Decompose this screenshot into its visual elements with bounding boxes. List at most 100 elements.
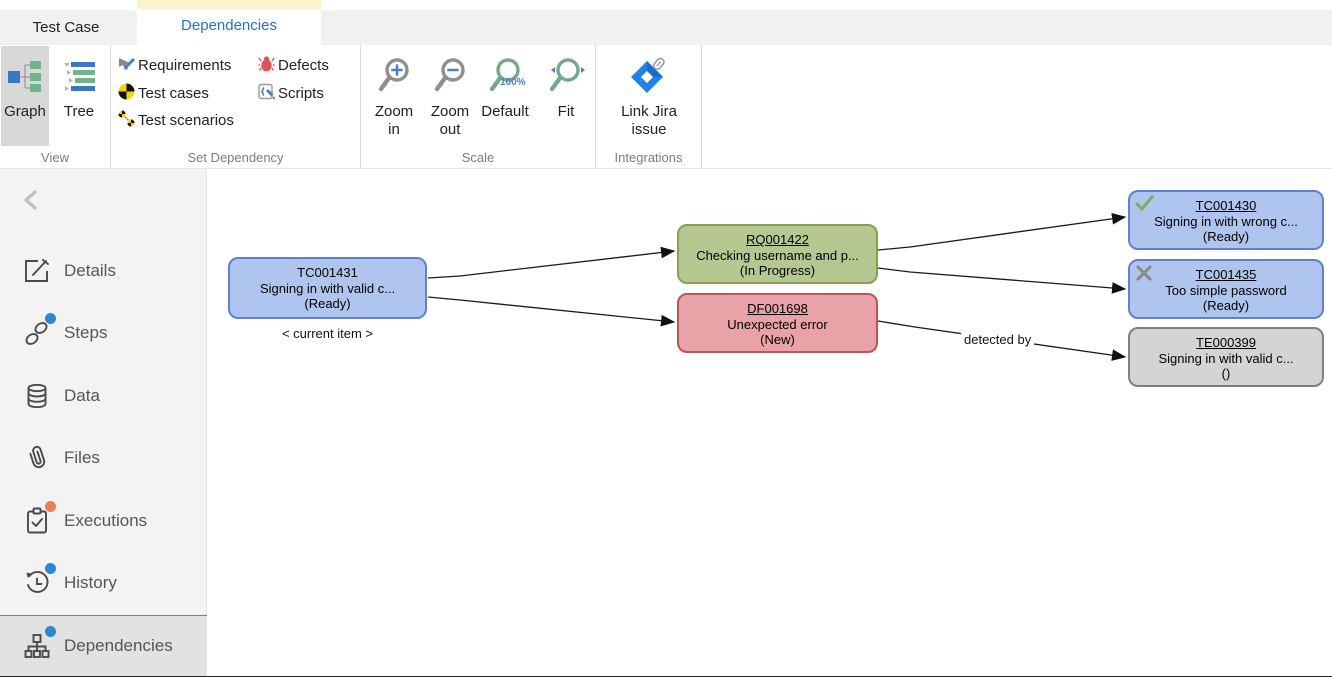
paperclip-icon: [22, 443, 52, 473]
requirements-icon: [118, 55, 135, 76]
ribbon-group-view: Graph Tree View: [0, 45, 111, 168]
graph-node-te000399[interactable]: TE000399 Signing in with valid c... (): [1128, 327, 1324, 387]
edge-label-detected-by: detected by: [961, 332, 1035, 347]
node-status: (In Progress): [739, 263, 816, 278]
chevron-left-icon: [20, 190, 42, 217]
requirements-button[interactable]: Requirements: [118, 54, 231, 76]
test-cases-button[interactable]: Test cases: [118, 82, 209, 104]
defects-bug-icon: [258, 55, 275, 76]
node-status: (Ready): [1202, 298, 1250, 313]
database-icon: [22, 381, 52, 411]
group-label-integrations: Integrations: [614, 150, 683, 165]
zoom-out-icon: [432, 53, 468, 101]
graph-view-button[interactable]: Graph: [1, 46, 49, 146]
test-scenarios-icon: [118, 110, 135, 131]
defects-label: Defects: [278, 56, 329, 74]
graph-view-label: Graph: [4, 103, 46, 120]
dependencies-badge-dot: [45, 626, 56, 637]
sidebar-item-details[interactable]: Details: [0, 240, 207, 302]
current-item-label: < current item >: [281, 326, 374, 341]
tab-test-case[interactable]: Test Case: [32, 19, 100, 36]
link-jira-issue-label: Link Jira issue: [621, 103, 677, 138]
sidebar-item-label: Steps: [64, 323, 108, 342]
sidebar-item-label: Data: [64, 386, 100, 405]
node-id: RQ001422: [746, 232, 809, 247]
node-id: TC001430: [1195, 198, 1257, 213]
check-icon: [1135, 195, 1154, 216]
history-icon: [22, 563, 56, 598]
zoom-default-button[interactable]: 100% Default: [474, 46, 536, 146]
graph-node-df001698[interactable]: DF001698 Unexpected error (New): [677, 293, 878, 353]
defects-button[interactable]: Defects: [258, 54, 329, 76]
zoom-fit-label: Fit: [557, 103, 575, 120]
graph-node-tc001431[interactable]: TC001431 Signing in with valid c... (Rea…: [228, 257, 427, 319]
requirements-label: Requirements: [138, 56, 232, 74]
node-name: Checking username and p...: [696, 247, 859, 263]
node-id: TC001431: [297, 265, 358, 280]
graph-node-tc001435[interactable]: TC001435 Too simple password (Ready): [1128, 259, 1324, 319]
group-label-set-dependency: Set Dependency: [187, 150, 284, 165]
steps-badge-dot: [45, 313, 56, 324]
zoom-in-icon: [376, 53, 412, 101]
node-id: DF001698: [747, 301, 808, 316]
edit-details-icon: [22, 256, 52, 286]
jira-link-icon: [627, 53, 671, 101]
tree-view-icon: [62, 53, 96, 101]
sidebar: Details Steps Data: [0, 169, 207, 676]
group-label-view: View: [41, 150, 69, 165]
sidebar-item-files[interactable]: Files: [0, 427, 207, 489]
zoom-fit-icon: [546, 53, 586, 101]
sidebar-item-executions[interactable]: Executions: [0, 490, 207, 552]
graph-view-icon: [8, 53, 42, 101]
zoom-out-button[interactable]: Zoom out: [423, 46, 477, 146]
zoom-default-badge: 100%: [500, 77, 526, 88]
graph-node-tc001430[interactable]: TC001430 Signing in with wrong c... (Rea…: [1128, 190, 1324, 250]
sidebar-item-label: History: [64, 573, 117, 592]
test-cases-label: Test cases: [138, 84, 209, 102]
test-cases-icon: [118, 83, 135, 104]
ribbon-group-integrations: Link Jira issue Integrations: [596, 45, 702, 168]
zoom-in-button[interactable]: Zoom in: [369, 46, 419, 146]
sidebar-item-label: Dependencies: [64, 636, 173, 655]
cross-icon: [1135, 264, 1153, 286]
test-scenarios-label: Test scenarios: [138, 111, 234, 129]
node-status: (): [1221, 366, 1231, 381]
scripts-button[interactable]: Scripts: [258, 82, 324, 104]
group-label-scale: Scale: [461, 150, 495, 165]
node-status: (Ready): [1202, 229, 1250, 244]
link-jira-issue-button[interactable]: Link Jira issue: [610, 46, 688, 146]
node-status: (New): [760, 332, 795, 347]
sidebar-item-history[interactable]: History: [0, 552, 207, 614]
tree-view-button[interactable]: Tree: [53, 46, 105, 146]
collapse-sidebar-button[interactable]: [20, 187, 42, 218]
steps-icon: [22, 313, 56, 348]
zoom-default-icon: 100%: [487, 53, 526, 101]
scripts-label: Scripts: [278, 84, 324, 102]
zoom-fit-button[interactable]: Fit: [543, 46, 589, 146]
sidebar-item-label: Details: [64, 261, 116, 280]
node-name: Too simple password: [1165, 282, 1287, 298]
scripts-icon: [258, 83, 275, 104]
sidebar-item-steps[interactable]: Steps: [0, 302, 207, 364]
sidebar-item-label: Files: [64, 448, 100, 467]
history-badge-dot: [45, 563, 56, 574]
tab-dependencies[interactable]: Dependencies: [137, 0, 321, 45]
ribbon-group-scale: Zoom in Zoom out 1: [361, 45, 596, 168]
sidebar-item-dependencies[interactable]: Dependencies: [0, 615, 207, 676]
test-scenarios-button[interactable]: Test scenarios: [118, 109, 234, 131]
zoom-default-label: Default: [481, 103, 529, 120]
executions-badge-dot: [45, 501, 56, 512]
sidebar-item-data[interactable]: Data: [0, 365, 207, 427]
node-name: Unexpected error: [727, 316, 828, 332]
zoom-in-label: Zoom in: [374, 103, 414, 138]
sidebar-item-label: Executions: [64, 511, 148, 530]
node-name: Signing in with valid c...: [259, 280, 396, 296]
node-status: (Ready): [304, 296, 351, 311]
graph-node-rq001422[interactable]: RQ001422 Checking username and p... (In …: [677, 224, 878, 284]
node-name: Signing in with valid c...: [1158, 350, 1294, 366]
ribbon: Graph Tree View: [0, 45, 1332, 169]
tab-strip: Test Case Dependencies: [0, 0, 1332, 45]
tree-view-label: Tree: [63, 103, 95, 120]
zoom-out-label: Zoom out: [430, 103, 470, 138]
